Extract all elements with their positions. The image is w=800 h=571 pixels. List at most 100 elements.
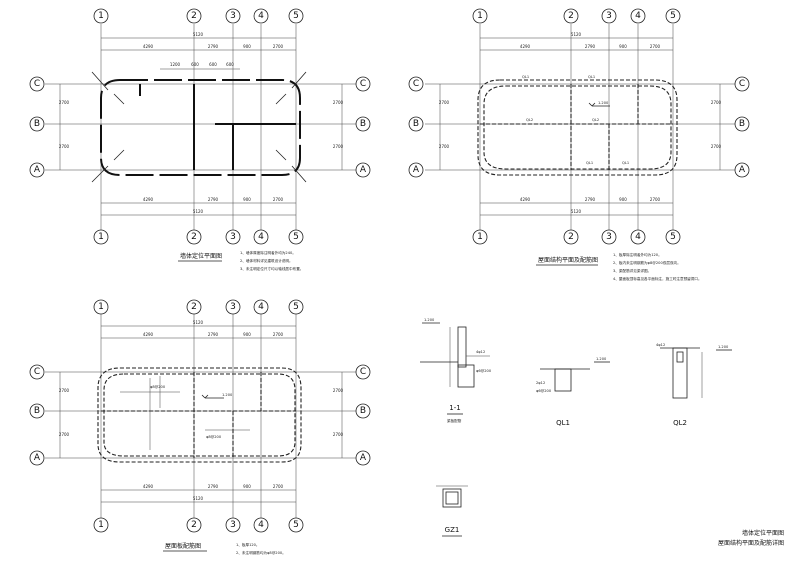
plan3-note-1: 1、板厚120。 [236, 542, 260, 547]
axis-bubble-a-left: A [29, 162, 45, 178]
svg-text:2: 2 [568, 11, 574, 21]
svg-text:2790: 2790 [208, 197, 219, 202]
plan1-note-3: 3、未注明定位尺寸均以轴线居中布置。 [240, 266, 303, 271]
axis-bubble-4-top: 4 [630, 8, 646, 24]
axis-bubble-c-right: C [355, 364, 371, 380]
detail-ql2-label: QL2 [673, 419, 687, 427]
axis-bubble-1-top: 1 [93, 8, 109, 24]
svg-text:2700: 2700 [273, 484, 284, 489]
svg-text:2700: 2700 [439, 100, 450, 105]
detail-gz1-label: GZ1 [445, 526, 460, 534]
svg-text:B: B [360, 406, 366, 416]
axis-bubble-a-left: A [29, 450, 45, 466]
svg-text:2700: 2700 [59, 388, 70, 393]
svg-text:A: A [413, 165, 420, 175]
svg-text:5: 5 [670, 232, 676, 242]
svg-text:A: A [34, 453, 41, 463]
svg-text:1200: 1200 [170, 62, 181, 67]
svg-text:4: 4 [258, 520, 264, 530]
svg-text:2790: 2790 [208, 332, 219, 337]
axis-bubble-b-right: B [355, 116, 371, 132]
svg-text:2700: 2700 [333, 100, 344, 105]
axis-bubble-c-left: C [408, 76, 424, 92]
axis-bubble-5-top: 5 [288, 299, 304, 315]
axis-bubble-b-left: B [408, 116, 424, 132]
svg-text:QL2: QL2 [592, 118, 599, 122]
axis-bubble-c-right: C [734, 76, 750, 92]
plan2-note-4: 4、屋面板顶标高见各平面标注，施工时注意预留洞口。 [613, 276, 702, 281]
svg-text:2790: 2790 [208, 484, 219, 489]
svg-text:A: A [360, 165, 367, 175]
detail-ql1: 1.200 2φ12 φ6@200 QL1 [536, 357, 610, 427]
axis-bubble-3-bottom: 3 [225, 517, 241, 533]
axis-bubble-2-top: 2 [563, 8, 579, 24]
plan-roof-slab-reinforcement: 4290 2790 900 2700 5120 4290 2790 900 27… [29, 299, 371, 555]
axis-bubble-4-bottom: 4 [253, 517, 269, 533]
svg-text:4: 4 [258, 232, 264, 242]
svg-text:4290: 4290 [143, 484, 154, 489]
svg-text:900: 900 [243, 44, 251, 49]
svg-text:900: 900 [243, 332, 251, 337]
svg-text:5: 5 [293, 232, 299, 242]
axis-bubble-5-top: 5 [665, 8, 681, 24]
svg-text:1.200: 1.200 [718, 345, 729, 349]
svg-text:C: C [413, 79, 419, 89]
svg-text:A: A [34, 165, 41, 175]
axis-bubble-5-top: 5 [288, 8, 304, 24]
svg-text:2700: 2700 [273, 197, 284, 202]
detail-1-1-label: 1-1 [449, 404, 460, 412]
svg-text:2: 2 [191, 302, 197, 312]
svg-text:3: 3 [230, 302, 236, 312]
svg-text:5120: 5120 [193, 320, 204, 325]
axis-bubble-1-bottom: 1 [93, 517, 109, 533]
axis-bubble-b-right: B [355, 403, 371, 419]
svg-text:4290: 4290 [143, 44, 154, 49]
svg-text:5120: 5120 [571, 32, 582, 37]
axis-bubble-b-left: B [29, 403, 45, 419]
svg-text:2700: 2700 [273, 44, 284, 49]
axis-bubble-b-left: B [29, 116, 45, 132]
detail-ql2: 1.200 4φ12 QL2 [656, 343, 732, 427]
svg-text:2: 2 [191, 232, 197, 242]
plan-wall-layout: 4290 2790 900 2700 5120 4290 2790 900 27… [29, 8, 371, 271]
svg-text:5: 5 [670, 11, 676, 21]
axis-bubble-5-bottom: 5 [665, 229, 681, 245]
svg-text:2700: 2700 [59, 432, 70, 437]
axis-bubble-c-left: C [29, 76, 45, 92]
svg-text:3: 3 [606, 232, 612, 242]
axis-bubble-3-top: 3 [601, 8, 617, 24]
axis-bubble-1-top: 1 [93, 299, 109, 315]
svg-text:QL1: QL1 [622, 161, 629, 165]
svg-text:B: B [360, 119, 366, 129]
svg-text:2700: 2700 [711, 100, 722, 105]
svg-text:1: 1 [98, 11, 104, 21]
axis-bubble-3-bottom: 3 [225, 229, 241, 245]
axis-bubble-a-right: A [734, 162, 750, 178]
axis-bubble-2-top: 2 [186, 8, 202, 24]
svg-text:2700: 2700 [59, 144, 70, 149]
axis-bubble-4-bottom: 4 [630, 229, 646, 245]
axis-bubble-1-bottom: 1 [472, 229, 488, 245]
detail-gz1: GZ1 [436, 485, 468, 537]
axis-bubble-a-left: A [408, 162, 424, 178]
svg-text:C: C [360, 79, 366, 89]
svg-text:2790: 2790 [208, 44, 219, 49]
svg-text:5120: 5120 [193, 496, 204, 501]
svg-text:2700: 2700 [439, 144, 450, 149]
svg-text:4290: 4290 [520, 197, 531, 202]
svg-text:2700: 2700 [59, 100, 70, 105]
svg-text:C: C [34, 367, 40, 377]
svg-text:B: B [34, 406, 40, 416]
svg-text:1.200: 1.200 [222, 393, 233, 397]
axis-bubble-2-bottom: 2 [186, 229, 202, 245]
plan1-title: 墙体定位平面图 [180, 252, 222, 260]
svg-text:2700: 2700 [650, 44, 661, 49]
svg-text:B: B [739, 119, 745, 129]
axis-bubble-a-right: A [355, 162, 371, 178]
svg-text:2700: 2700 [333, 432, 344, 437]
svg-text:4φ12: 4φ12 [476, 350, 485, 354]
svg-text:4290: 4290 [143, 332, 154, 337]
svg-text:A: A [739, 165, 746, 175]
svg-text:600: 600 [226, 62, 234, 67]
svg-text:2: 2 [191, 520, 197, 530]
